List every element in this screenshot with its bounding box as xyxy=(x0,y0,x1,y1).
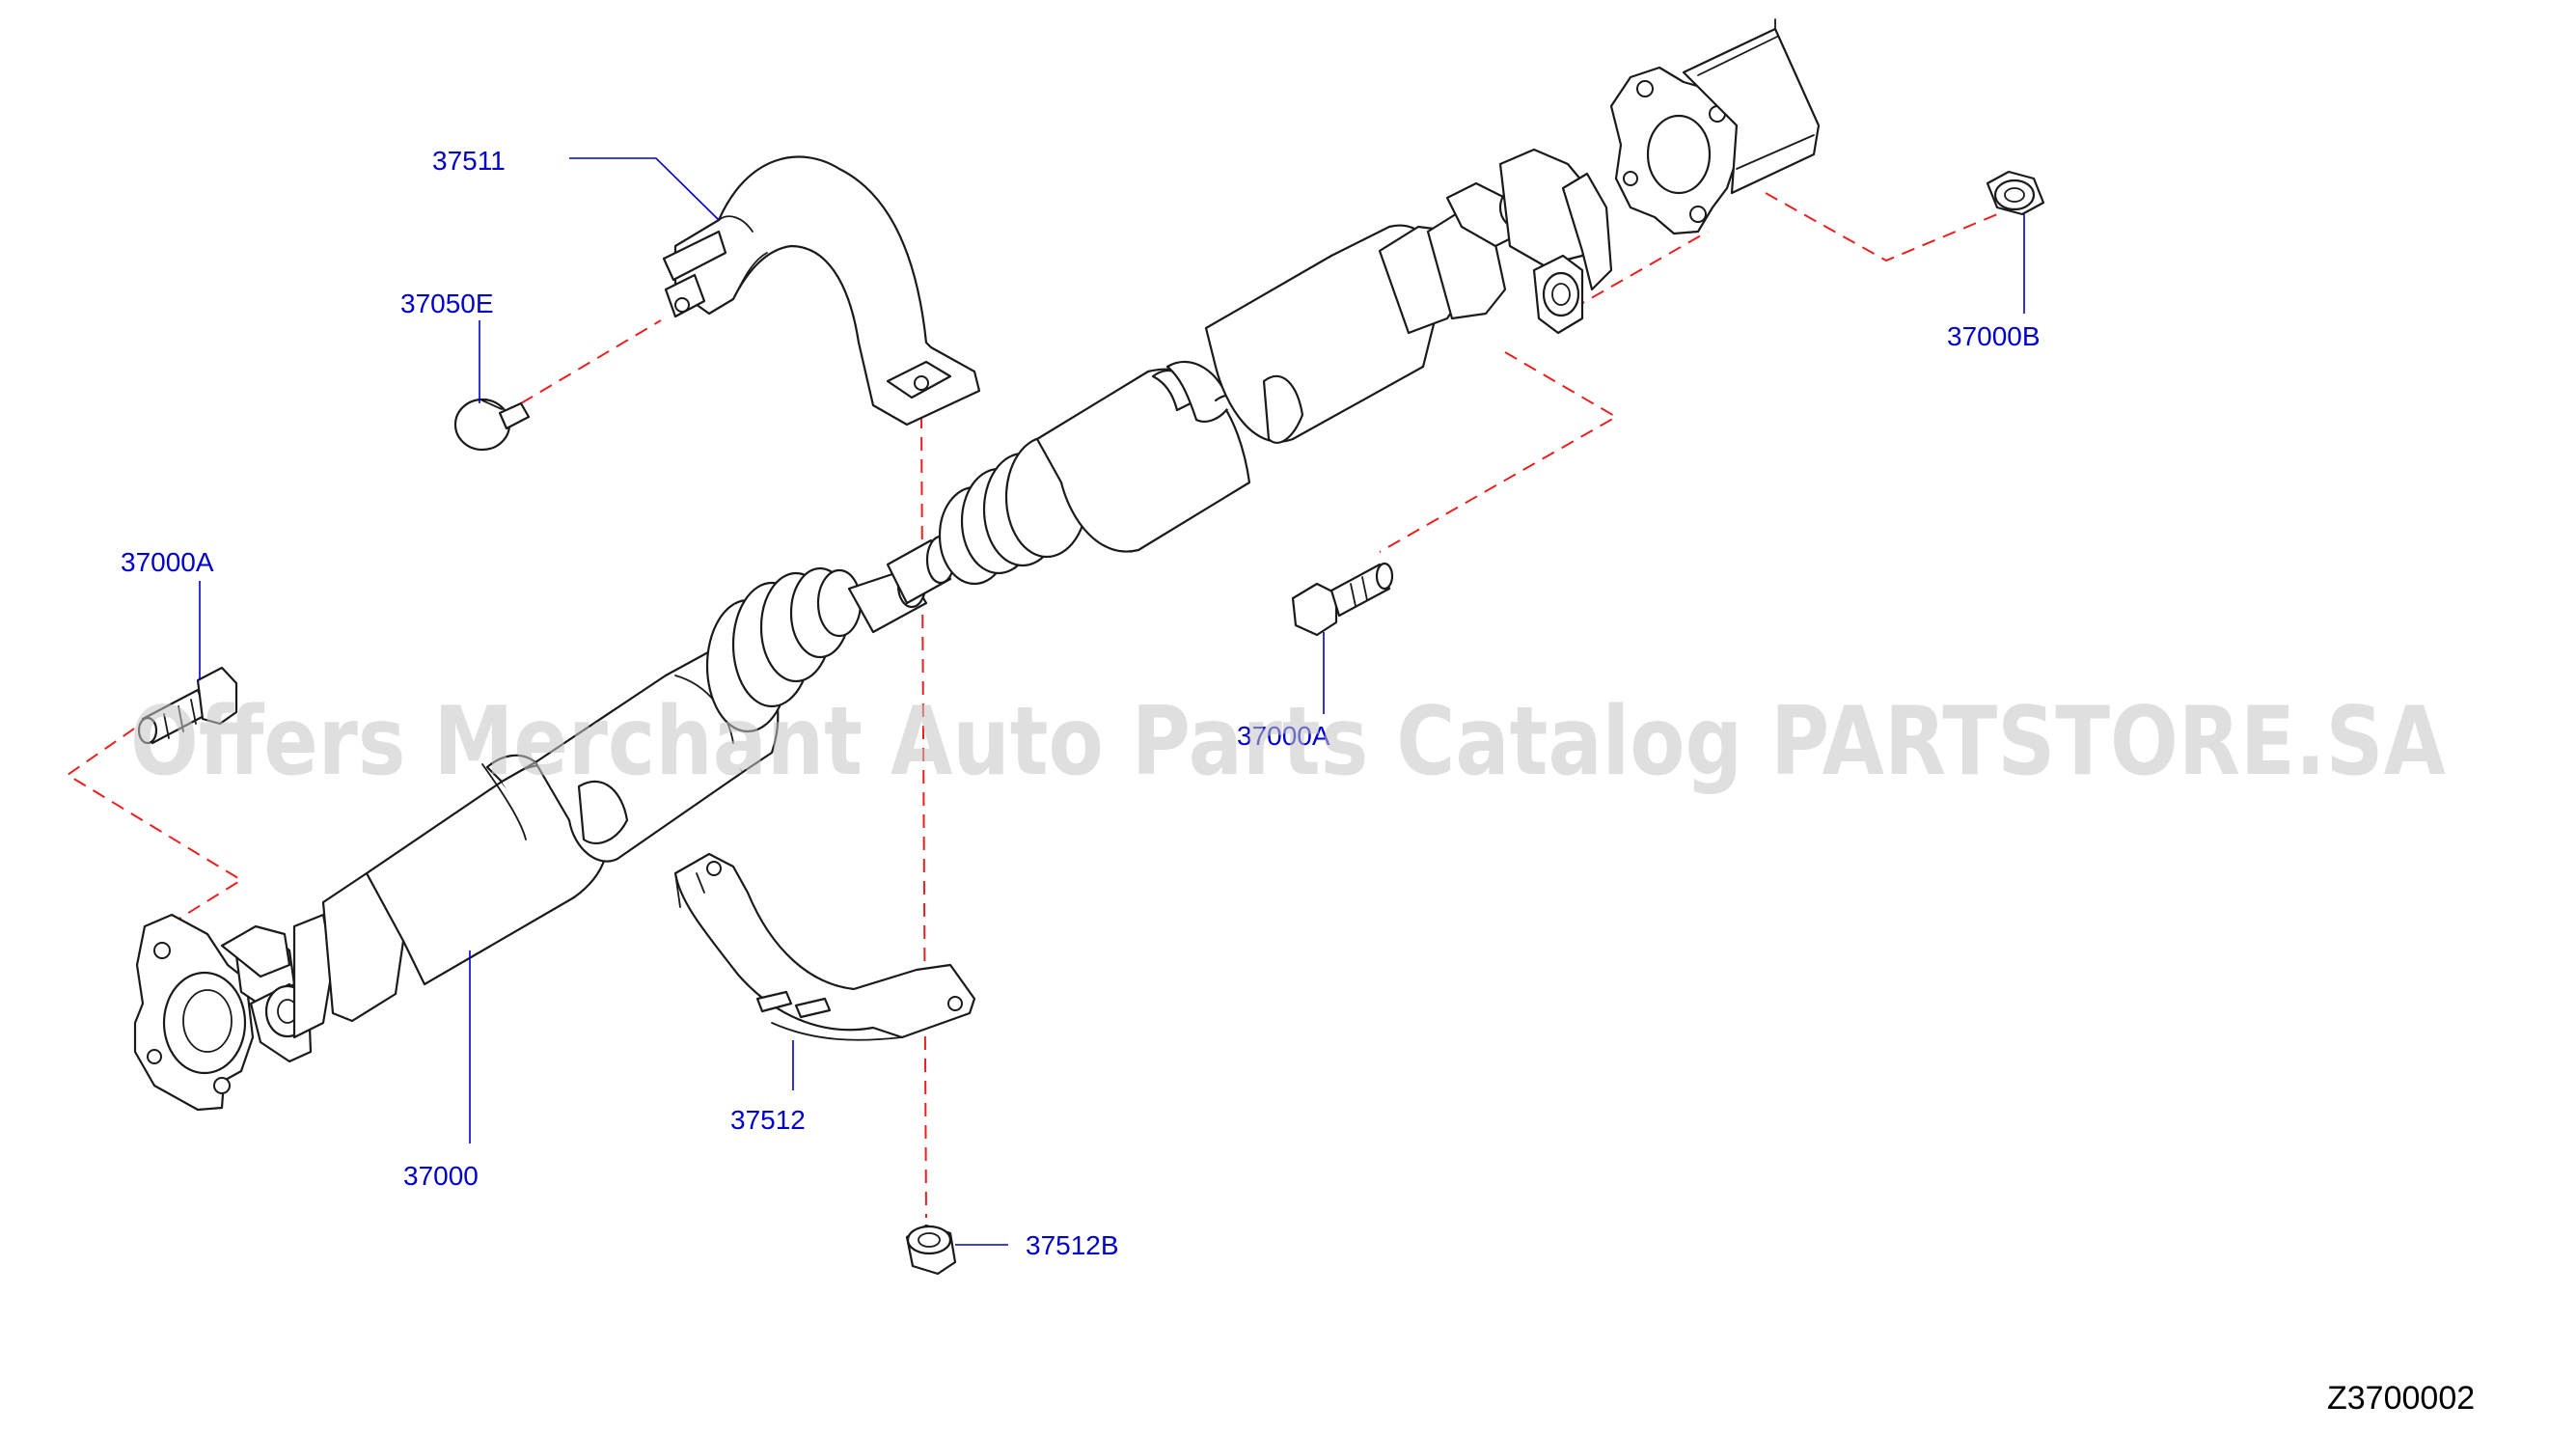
nut-37512b xyxy=(905,1224,957,1276)
guide-line-flange-joint xyxy=(1572,231,1709,310)
bolt-37000a-center xyxy=(1291,562,1394,637)
callout-37000: 37000 xyxy=(403,1161,479,1191)
leader-lines xyxy=(199,157,2025,1246)
front-shaft-tube xyxy=(321,754,610,1023)
rear-companion-flange xyxy=(1609,18,1821,235)
bearing-bracket-upper xyxy=(662,155,981,427)
nut-37000b xyxy=(1986,170,2045,216)
rear-shaft-tube-a xyxy=(1035,361,1251,553)
bolt-37000a-left xyxy=(137,666,238,745)
bearing-bracket-lower xyxy=(673,852,976,1041)
callout-37050e: 37050E xyxy=(400,289,494,318)
callout-labels: 37511 37050E 37000A 37000A 37000B 37000 … xyxy=(121,146,2041,1260)
guide-line-bracket-bolt xyxy=(920,414,927,1219)
rear-universal-joint xyxy=(1378,148,1613,335)
guide-line-clip xyxy=(520,319,662,404)
callout-37512: 37512 xyxy=(730,1105,806,1135)
watermark-text: Offers Merchant Auto Parts Catalog PARTS… xyxy=(130,687,2446,797)
callout-37511: 37511 xyxy=(432,146,506,176)
guide-line-left-flange xyxy=(66,715,243,935)
callout-37000a-left: 37000A xyxy=(121,547,214,577)
callout-37512b: 37512B xyxy=(1026,1230,1119,1260)
diagram-code: Z3700002 xyxy=(2327,1380,2475,1417)
front-flange-yoke xyxy=(133,913,335,1112)
callout-37000b: 37000B xyxy=(1947,321,2041,351)
callout-37000a-center: 37000A xyxy=(1237,721,1330,751)
guide-line-rear-nut xyxy=(1765,192,2003,262)
clip-37050e xyxy=(453,398,531,452)
leader-37511 xyxy=(569,157,720,221)
guide-line-rear-flange xyxy=(1379,351,1619,553)
